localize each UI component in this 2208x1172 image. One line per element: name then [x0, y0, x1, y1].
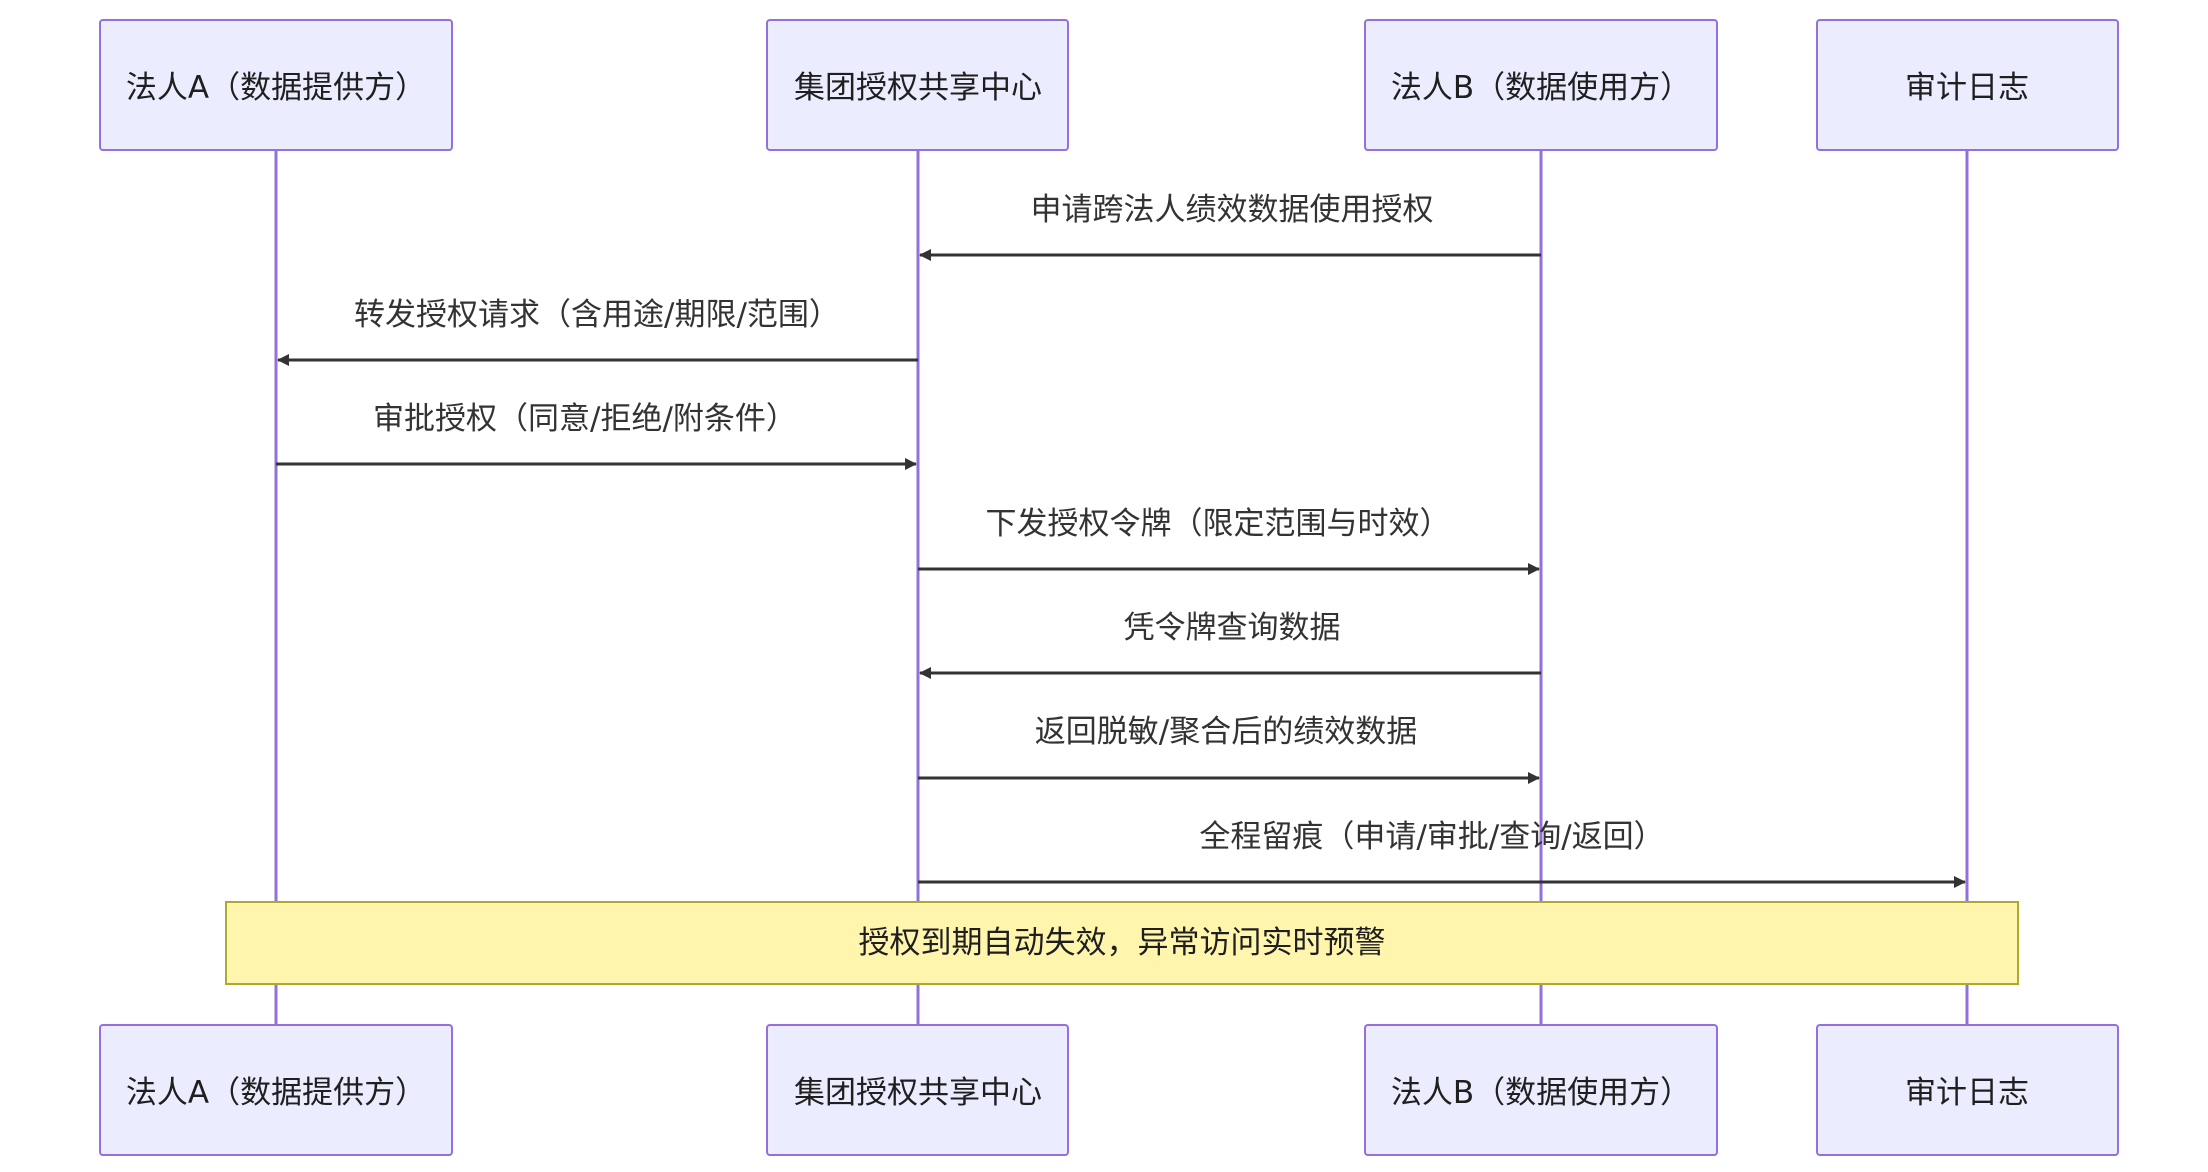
message-1: 申请跨法人绩效数据使用授权 [919, 192, 1541, 261]
message-label: 全程留痕（申请/审批/查询/返回） [1199, 819, 1664, 855]
actor-consumer-top[interactable]: 法人B（数据使用方） [1364, 19, 1718, 151]
actor-consumer-bottom[interactable]: 法人B（数据使用方） [1364, 1024, 1718, 1156]
message-6: 返回脱敏/聚合后的绩效数据 [918, 714, 1540, 784]
actor-label: 法人B（数据使用方） [1391, 70, 1691, 106]
message-label: 审批授权（同意/拒绝/附条件） [373, 401, 797, 437]
message-4: 下发授权令牌（限定范围与时效） [918, 506, 1540, 575]
actor-center-top[interactable]: 集团授权共享中心 [766, 19, 1069, 151]
actor-label: 法人A（数据提供方） [126, 70, 426, 106]
note-text: 授权到期自动失效，异常访问实时预警 [859, 925, 1386, 961]
actor-label: 法人B（数据使用方） [1391, 1075, 1691, 1111]
actors-top: 法人A（数据提供方） 集团授权共享中心 法人B（数据使用方） 审计日志 [99, 19, 2119, 151]
actor-label: 集团授权共享中心 [794, 70, 1042, 106]
actor-audit-log-top[interactable]: 审计日志 [1816, 19, 2119, 151]
actor-label: 集团授权共享中心 [794, 1075, 1042, 1111]
message-3: 审批授权（同意/拒绝/附条件） [276, 401, 917, 470]
message-label: 申请跨法人绩效数据使用授权 [1031, 192, 1434, 228]
message-7: 全程留痕（申请/审批/查询/返回） [918, 819, 1966, 888]
message-label: 返回脱敏/聚合后的绩效数据 [1035, 714, 1417, 750]
message-5: 凭令牌查询数据 [919, 610, 1541, 679]
actor-label: 审计日志 [1905, 70, 2029, 106]
message-label: 下发授权令牌（限定范围与时效） [986, 506, 1451, 542]
actor-label: 法人A（数据提供方） [126, 1075, 426, 1111]
messages: 申请跨法人绩效数据使用授权 转发授权请求（含用途/期限/范围） 审批授权（同意/… [276, 192, 1966, 888]
note: 授权到期自动失效，异常访问实时预警 [225, 901, 2019, 985]
lifelines [274, 150, 1969, 1025]
message-2: 转发授权请求（含用途/期限/范围） [277, 297, 918, 366]
message-label: 凭令牌查询数据 [1124, 610, 1341, 646]
actor-audit-log-bottom[interactable]: 审计日志 [1816, 1024, 2119, 1156]
note-box [225, 901, 2019, 985]
actor-provider-top[interactable]: 法人A（数据提供方） [99, 19, 453, 151]
message-label: 转发授权请求（含用途/期限/范围） [354, 297, 840, 333]
actor-provider-bottom[interactable]: 法人A（数据提供方） [99, 1024, 453, 1156]
actors-bottom: 法人A（数据提供方） 集团授权共享中心 法人B（数据使用方） 审计日志 [99, 1024, 2119, 1156]
actor-center-bottom[interactable]: 集团授权共享中心 [766, 1024, 1069, 1156]
actor-label: 审计日志 [1905, 1075, 2029, 1111]
